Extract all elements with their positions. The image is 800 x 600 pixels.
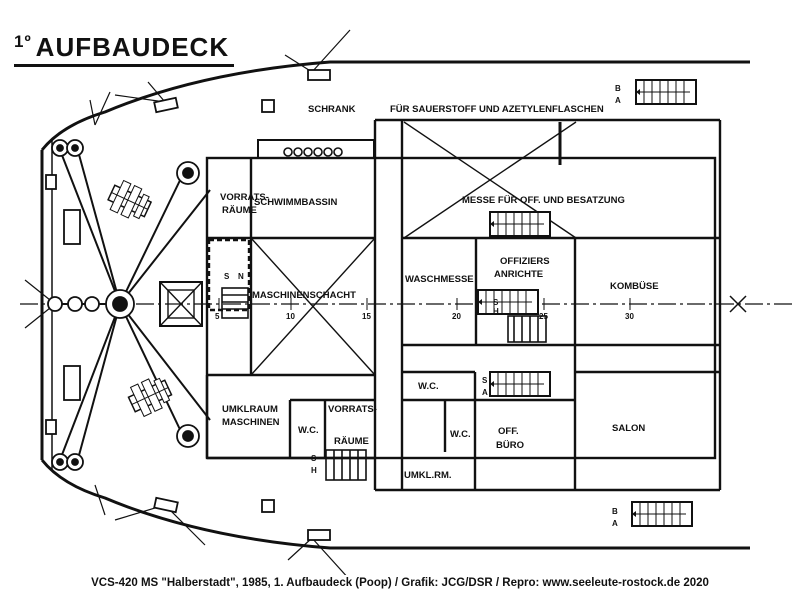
title-underline: [14, 64, 234, 67]
title-text: AUFBAUDECK: [35, 32, 230, 62]
port-winch: [103, 177, 156, 225]
bitts-and-fittings: [45, 69, 331, 541]
stair-upper-right: [635, 79, 697, 105]
label-vorrats-1a: VORRATS-: [220, 192, 269, 203]
label-wc-2: W.C.: [418, 381, 439, 392]
frame-ticks: [218, 298, 631, 310]
deck-plan: SCHRANK FÜR SAUERSTOFF UND AZETYLENFLASC…: [20, 29, 795, 575]
label-gas-lockers: FÜR SAUERSTOFF UND AZETYLENFLASCHEN: [390, 104, 604, 115]
stair-mess: [489, 211, 551, 237]
frame-number-20: 20: [452, 312, 461, 321]
starboard-winch: [124, 372, 176, 420]
stair-mark-s-anrichte: S: [493, 298, 499, 307]
stair-mark-a-top: A: [615, 96, 621, 105]
label-schwimmbassin: SCHWIMMBASSIN: [254, 197, 338, 208]
centerline-tick: [729, 295, 747, 313]
stair-mark-n-left: N: [238, 272, 244, 281]
label-umkl-a: UMKLRAUM: [222, 404, 278, 415]
label-umkl-b: MASCHINEN: [222, 417, 280, 428]
stair-mark-b-bottom: B: [612, 507, 618, 516]
stair-mark-a-bottom: A: [612, 519, 618, 528]
frame-number-10: 10: [286, 312, 295, 321]
label-schrank: SCHRANK: [308, 104, 356, 115]
stair-mark-h-anrichte: H: [493, 307, 499, 316]
stair-small-set: [221, 287, 547, 481]
frame-number-5: 5: [215, 312, 220, 321]
label-messe: MESSE FÜR OFF. UND BESATZUNG: [462, 195, 625, 206]
frame-number-30: 30: [625, 312, 634, 321]
hull-outline: [40, 60, 750, 550]
mooring-lines: [24, 29, 351, 575]
label-anrichte: ANRICHTE: [494, 269, 543, 280]
label-vorrats-2a: VORRATS-: [328, 404, 377, 415]
stair-mark-s-left: S: [224, 272, 230, 281]
stair-mark-s-wc: S: [482, 376, 488, 385]
stair-mark-s-vorrats: S: [311, 454, 317, 463]
label-salon: SALON: [612, 423, 645, 434]
label-waschmesse: WASCHMESSE: [405, 274, 474, 285]
label-kombuese: KOMBÜSE: [610, 281, 659, 292]
stair-anrichte: [477, 289, 539, 315]
frame-number-25: 25: [539, 312, 548, 321]
frame-number-15: 15: [362, 312, 371, 321]
label-buero: BÜRO: [496, 440, 524, 451]
stair-wc: [489, 371, 551, 397]
locker-rack: [257, 139, 375, 159]
label-wc-3: W.C.: [450, 429, 471, 440]
label-vorrats-2b: RÄUME: [334, 436, 369, 447]
label-off: OFF.: [498, 426, 519, 437]
image-caption: VCS-420 MS "Halberstadt", 1985, 1. Aufba…: [91, 577, 709, 589]
label-umkl-rm: UMKL.RM.: [404, 470, 452, 481]
stair-lower-right: [631, 501, 693, 527]
stair-mark-h-vorrats: H: [311, 466, 317, 475]
stair-mark-a-wc: A: [482, 388, 488, 397]
label-wc-1: W.C.: [298, 425, 319, 436]
walls: [205, 118, 722, 492]
label-vorrats-1b: RÄUME: [222, 205, 257, 216]
label-offiziers: OFFIZIERS: [500, 256, 550, 267]
title-ordinal: 1º: [14, 32, 32, 51]
stair-mark-b-top: B: [615, 84, 621, 93]
label-maschinenschacht: MASCHINENSCHACHT: [252, 290, 356, 301]
